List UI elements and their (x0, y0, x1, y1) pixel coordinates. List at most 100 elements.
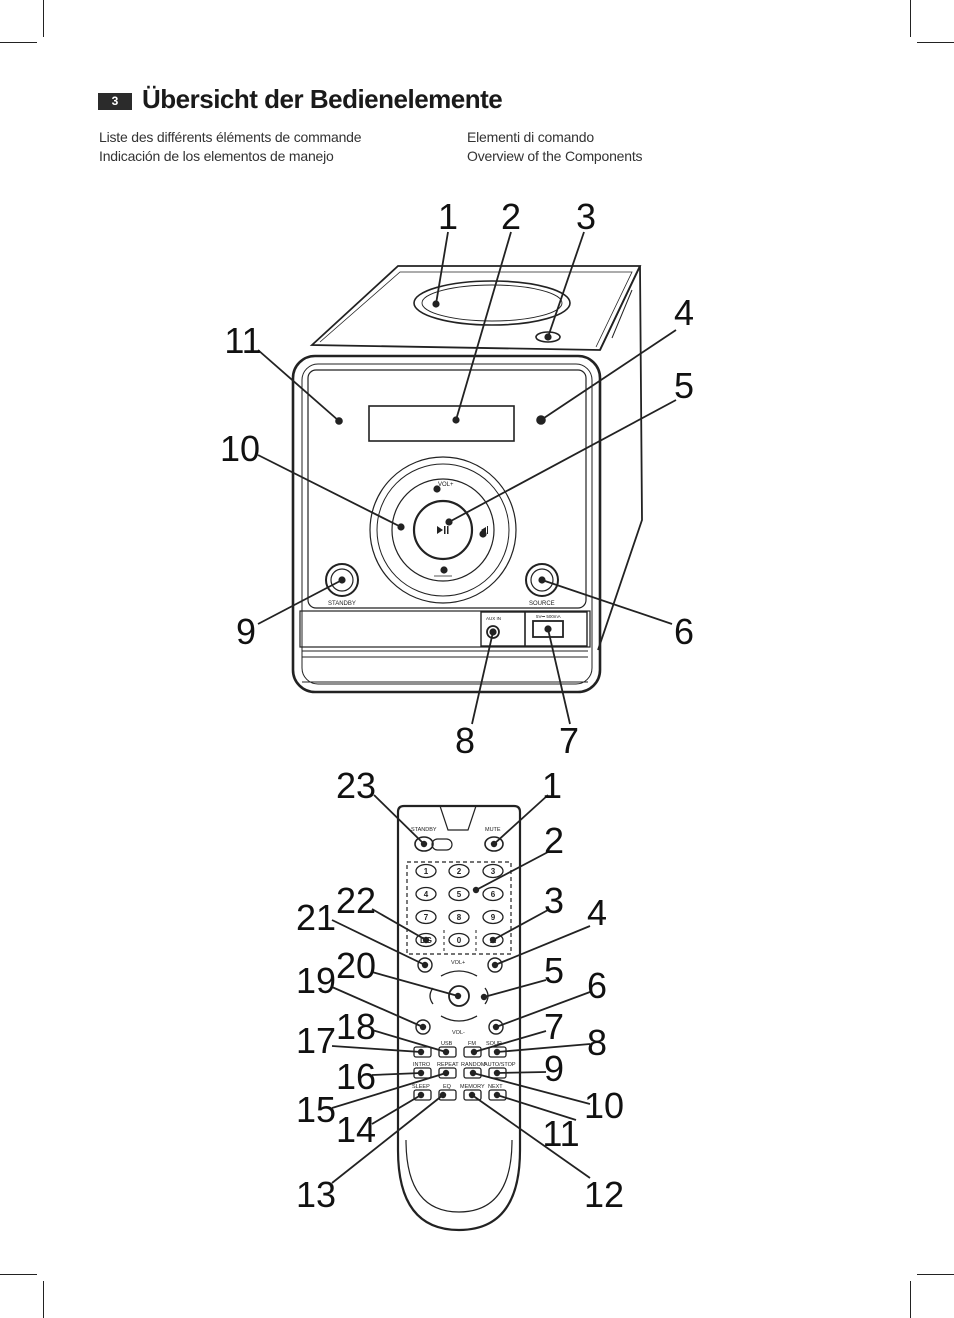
play-pause-button (412, 499, 474, 561)
key-4: 4 (424, 890, 429, 899)
device-callout: 3 (576, 196, 596, 237)
device-aux-label: AUX IN (486, 616, 501, 621)
remote-repeat-label: REPEAT (437, 1062, 459, 1068)
remote-next-label: NEXT (488, 1084, 503, 1090)
cd-lid (413, 280, 571, 326)
device-usb-label: 5V⎓ 500mA (536, 614, 561, 619)
open-button (535, 331, 561, 343)
crop-mark (917, 42, 954, 43)
device-callout: 8 (455, 720, 475, 761)
remote-callout: 4 (587, 892, 607, 933)
key-9: 9 (491, 913, 496, 922)
subtitle-italian: Elementi di comando (467, 129, 594, 145)
key-dg: DG (420, 936, 432, 945)
remote-function-keys (413, 1046, 507, 1101)
remote-callout: 3 (544, 880, 564, 921)
standby-button (325, 563, 359, 597)
remote-callout: 10 (584, 1085, 624, 1126)
micro-system-unit (291, 265, 643, 694)
remote-auto-stop-label: AUTO/STOP (484, 1062, 516, 1068)
remote-callout: 6 (587, 965, 607, 1006)
remote-callout: 23 (336, 765, 376, 806)
crop-mark (917, 1274, 954, 1275)
remote-vol-plus-label: VOL+ (451, 960, 465, 966)
remote-mute-label: MUTE (485, 827, 501, 833)
control-dial (369, 456, 517, 604)
remote-usb-label: USB (441, 1041, 453, 1047)
subtitle-english: Overview of the Components (467, 148, 643, 164)
device-callout: 2 (501, 196, 521, 237)
device-callout: 6 (674, 611, 694, 652)
device-standby-label: STANDBY (328, 601, 356, 607)
device-callout: 4 (674, 292, 694, 333)
crop-mark (43, 0, 44, 37)
display-window (368, 405, 515, 442)
remote-vol-minus-label: VOL- (452, 1030, 465, 1036)
key-1: 1 (424, 867, 429, 876)
device-callout: 11 (224, 320, 261, 361)
device-callout: 5 (674, 365, 694, 406)
remote-callout: 12 (584, 1174, 624, 1215)
key-0: 0 (457, 936, 462, 945)
device-callout: 7 (559, 720, 579, 761)
remote-callout: 20 (336, 945, 376, 986)
key-2: 2 (457, 867, 462, 876)
remote-callout: 7 (544, 1006, 564, 1047)
remote-callout: 2 (544, 820, 564, 861)
remote-callout: 11 (542, 1113, 579, 1154)
remote-source-label: SOUR (486, 1041, 502, 1047)
remote-callout: 22 (336, 880, 376, 921)
remote-callout: 9 (544, 1048, 564, 1089)
device-vol-plus-label: VOL+ (438, 482, 454, 488)
remote-callout: 21 (296, 897, 336, 938)
crop-mark (0, 1274, 37, 1275)
crop-mark (910, 1281, 911, 1318)
remote-keypad (415, 863, 504, 948)
remote-callout: 17 (296, 1020, 336, 1061)
device-callout: 9 (236, 611, 256, 652)
remote-callout: 18 (336, 1006, 376, 1047)
key-3: 3 (491, 867, 496, 876)
page-title: Übersicht der Bedienelemente (142, 84, 503, 114)
subtitle-french: Liste des différents éléments de command… (99, 129, 362, 145)
device-source-label: SOURCE (529, 601, 555, 607)
remote-callout: 14 (336, 1109, 376, 1150)
key-7: 7 (424, 913, 429, 922)
remote-callout: 1 (542, 765, 562, 806)
remote-standby-button (414, 836, 434, 852)
remote-callout-lines (331, 794, 591, 1184)
remote-callout: 16 (336, 1056, 376, 1097)
usb-port (532, 620, 564, 638)
remote-standby-label: STANDBY (411, 827, 437, 833)
remote-callout: 15 (296, 1089, 336, 1130)
key-6: 6 (491, 890, 496, 899)
device-callout: 1 (438, 196, 458, 237)
subtitle-spanish: Indicación de los elementos de manejo (99, 148, 334, 164)
remote-callout: 8 (587, 1022, 607, 1063)
device-callout: 10 (220, 428, 260, 469)
remote-control (396, 804, 522, 1232)
remote-callout: 13 (296, 1174, 336, 1215)
crop-mark (910, 0, 911, 37)
remote-mute-button (484, 836, 504, 852)
remote-navigation-ring (429, 970, 489, 1022)
section-number-badge: 3 (98, 93, 132, 110)
source-button (525, 563, 559, 597)
remote-intro-label: INTRO (413, 1062, 431, 1068)
remote-fm-label: FM (468, 1041, 476, 1047)
crop-mark (0, 42, 37, 43)
aux-in-jack (486, 625, 500, 639)
remote-eq-label: EQ (443, 1084, 452, 1090)
remote-callout: 5 (544, 950, 564, 991)
key-10: 1. (490, 936, 497, 945)
remote-callout: 19 (296, 960, 336, 1001)
remote-sleep-label: SLEEP (412, 1084, 430, 1090)
remote-memory-label: MEMORY (460, 1084, 485, 1090)
key-8: 8 (457, 913, 462, 922)
device-callout-lines (257, 231, 677, 725)
key-5: 5 (457, 890, 462, 899)
remote-random-label: RANDOM (461, 1062, 486, 1068)
crop-mark (43, 1281, 44, 1318)
standby-led (536, 415, 546, 425)
